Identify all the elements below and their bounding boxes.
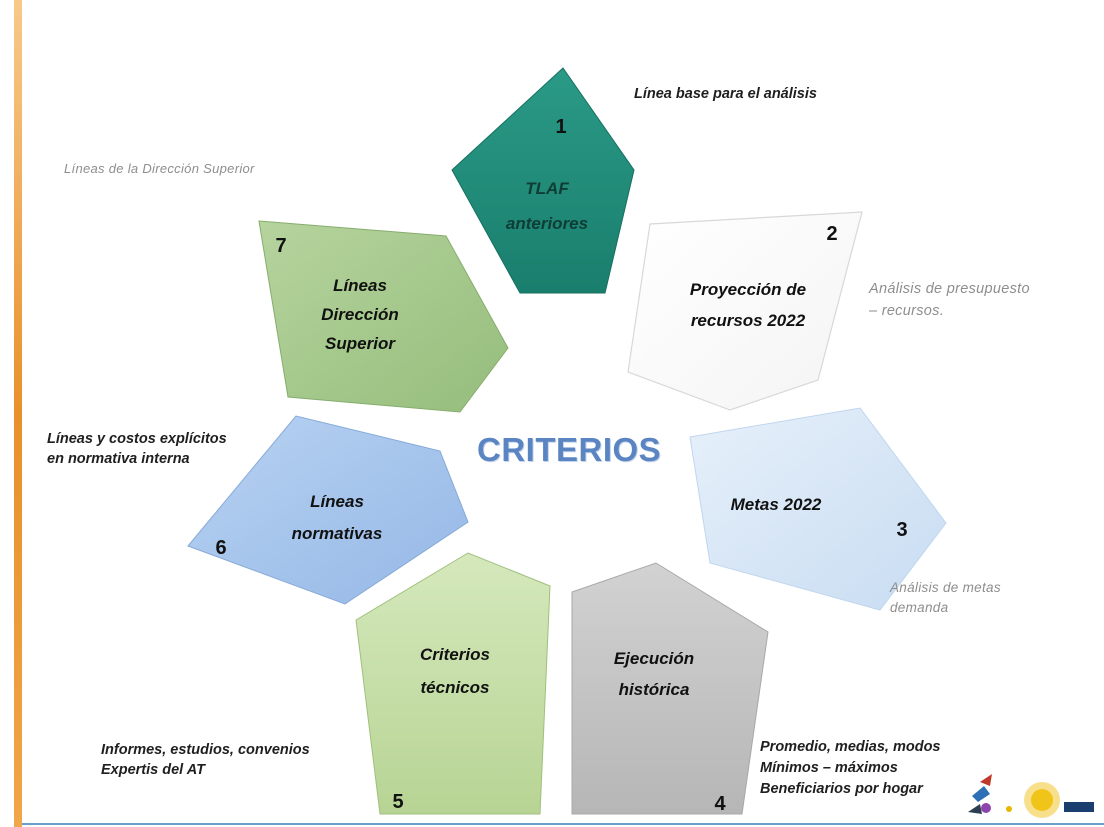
shape-6: 6 Líneas normativas (187, 415, 469, 605)
shape-2-label-line-1: Proyección de (690, 280, 806, 299)
note-shape-4: Promedio, medias, modos Mínimos – máximo… (760, 739, 941, 797)
logo-dot-icon (1006, 806, 1012, 812)
shape-3: 3 Metas 2022 (689, 407, 947, 611)
logo-figures-icon (968, 774, 992, 814)
bottom-rule (22, 823, 1104, 825)
shape-3-label-line-1: Metas 2022 (731, 495, 822, 514)
shape-4-label-line-1: Ejecución (614, 649, 694, 668)
shape-2-number: 2 (826, 223, 837, 245)
shape-2: 2 Proyección de recursos 2022 (627, 211, 863, 411)
shape-3-number: 3 (896, 519, 907, 541)
logo-sun-icon (1024, 782, 1060, 818)
shape-6-label-line-1: Líneas (310, 492, 364, 511)
corner-logo (968, 774, 1094, 818)
shape-1-label-line-1: TLAF (525, 179, 569, 198)
shape-5: 5 Criterios técnicos (355, 552, 551, 815)
shape-7-label-line-1: Líneas (333, 276, 387, 295)
note-shape-1: Línea base para el análisis (634, 86, 817, 102)
shape-7-number: 7 (275, 235, 286, 257)
note-shape-5: Informes, estudios, convenios Expertis d… (101, 742, 310, 778)
note-shape-2: Análisis de presupuesto – recursos. (869, 281, 1030, 319)
shape-1-label-line-2: anteriores (506, 214, 588, 233)
note-shape-6: Líneas y costos explícitos en normativa … (47, 431, 227, 467)
center-title: CRITERIOS (477, 431, 662, 468)
shape-5-label-line-2: técnicos (421, 678, 490, 697)
shape-6-label-line-2: normativas (292, 524, 383, 543)
note-shape-7: Líneas de la Dirección Superior (64, 161, 255, 176)
note-shape-3: Análisis de metas demanda (890, 580, 1001, 615)
logo-badge-icon (1064, 802, 1094, 812)
shape-5-label-line-1: Criterios (420, 645, 490, 664)
shape-1-number: 1 (555, 116, 566, 138)
shape-4: 4 Ejecución histórica (571, 562, 769, 815)
shape-4-number: 4 (714, 793, 726, 815)
shape-7-label-line-2: Dirección (321, 305, 398, 324)
shape-7-label-line-3: Superior (325, 334, 396, 353)
shape-7: 7 Líneas Dirección Superior (258, 220, 509, 413)
left-accent-bar (14, 0, 22, 827)
shape-5-number: 5 (392, 791, 403, 813)
shape-6-number: 6 (215, 537, 226, 559)
shape-1: 1 TLAF anteriores (451, 67, 635, 294)
shape-2-label-line-2: recursos 2022 (691, 311, 806, 330)
shape-4-label-line-2: histórica (619, 680, 690, 699)
